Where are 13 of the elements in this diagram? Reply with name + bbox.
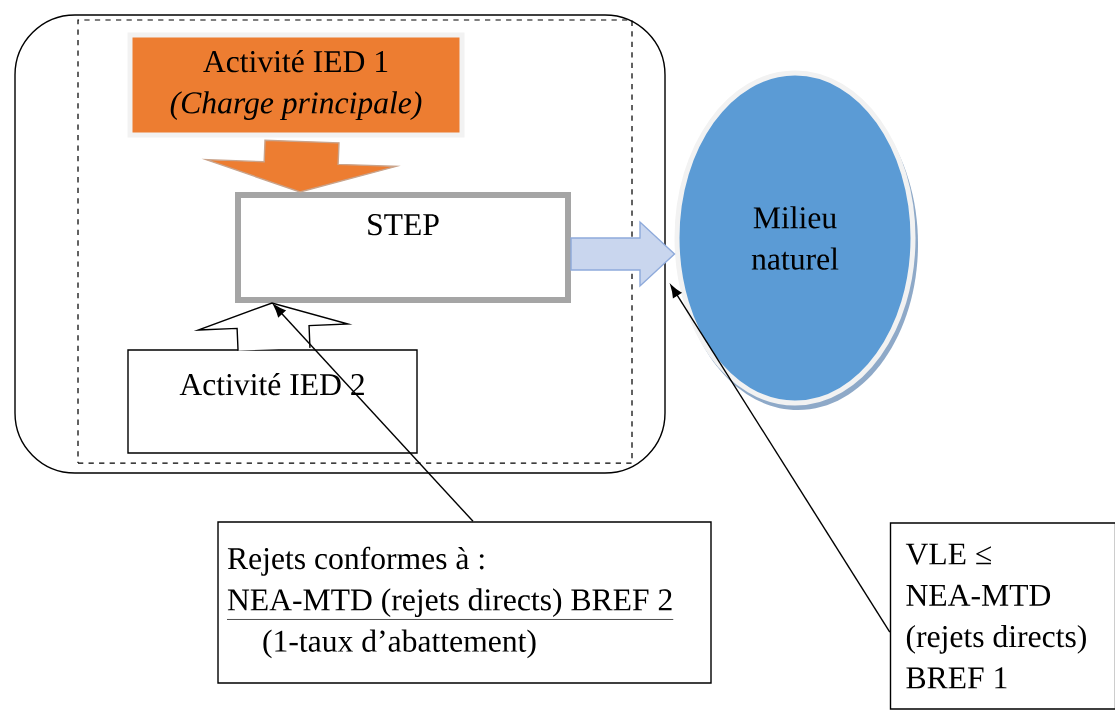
note-box: Rejets conformes à : NEA-MTD (rejets directs) BREF 2 (1-taux d’abattement) [217,521,712,684]
leader-line [670,284,891,633]
process-box: STEP [235,192,571,303]
block-arrow [201,139,401,193]
leader-line [273,304,474,522]
rounded-frame [14,14,666,474]
callout-box: Activité IED 2 [127,349,418,454]
ellipse-node: Milieu naturel [674,70,918,410]
callout-box: Activité IED 1 (Charge principale) [127,32,465,138]
note-box: VLE ≤ NEA-MTD (rejets directs) BREF 1 [889,522,1115,710]
block-arrow [570,220,676,288]
dashed-frame [77,19,633,464]
block-arrow [193,302,353,352]
